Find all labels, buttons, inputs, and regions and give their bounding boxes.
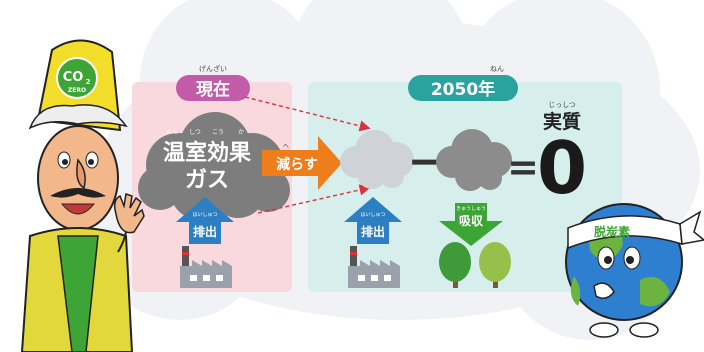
- svg-text:しつ: しつ: [189, 129, 201, 136]
- svg-text:へ: へ: [283, 143, 289, 150]
- emission-arrow-present: はいしゅつ 排出: [176, 197, 234, 244]
- reduce-arrow: へ 減らす: [262, 136, 342, 190]
- svg-text:か: か: [238, 129, 244, 136]
- absorb-arrow: きゅうしゅう 吸収: [439, 203, 503, 246]
- tree-icon-right: [479, 242, 511, 288]
- globe-headband-text: 脱炭素: [594, 224, 630, 239]
- dashed-arrow-top: [244, 96, 371, 132]
- svg-text:こう: こう: [212, 129, 224, 136]
- absorb-label: 吸収: [459, 214, 484, 228]
- emission-arrow-future: はいしゅつ 排出: [344, 197, 402, 244]
- result-ruby: じっしつ: [548, 101, 576, 109]
- equals-sign: =: [507, 145, 539, 189]
- present-tag-label: 現在: [196, 79, 230, 100]
- mascot-globe: 脱炭素: [565, 203, 704, 338]
- result-zero: 0: [537, 126, 587, 210]
- gas-cloud-large: [138, 112, 290, 220]
- gas-label-line1: 温室効果: [163, 140, 251, 166]
- gas-label-line2: ガス: [185, 168, 229, 193]
- gas-cloud-small-absorbed: [436, 129, 512, 191]
- future-tag-label: 2050年: [431, 79, 495, 100]
- tree-icon-left: [439, 242, 471, 288]
- svg-text:おん: おん: [166, 129, 178, 136]
- svg-text:はいしゅつ: はいしゅつ: [192, 212, 217, 218]
- factory-icon-future: [348, 246, 400, 288]
- co2-zero-badge: CO 2 ZERO: [56, 57, 98, 99]
- co2-badge-zero: ZERO: [68, 87, 86, 94]
- gas-cloud-small-emission: [340, 130, 414, 189]
- result-block: じっしつ 実質 0: [537, 101, 587, 210]
- dashed-arrow-bottom: [257, 184, 371, 214]
- gas-label: おん しつ こう か 温室効果 ガス: [163, 129, 251, 193]
- emission-label-present: 排出: [193, 224, 217, 239]
- factory-icon-present: [180, 246, 232, 288]
- present-tag-ruby: げんざい: [199, 64, 227, 73]
- future-tag: ねん 2050年: [408, 65, 518, 101]
- result-label: 実質: [543, 110, 581, 133]
- svg-text:はいしゅつ: はいしゅつ: [360, 212, 385, 218]
- svg-text:きゅうしゅう: きゅうしゅう: [456, 205, 486, 212]
- co2-badge-sub: 2: [86, 78, 91, 86]
- emission-label-future: 排出: [361, 224, 385, 239]
- mascot-man: [20, 39, 145, 352]
- future-tag-ruby: ねん: [490, 65, 504, 73]
- present-tag: げんざい 現在: [176, 64, 250, 101]
- reduce-label: 減らす: [276, 156, 318, 173]
- co2-badge-text: CO: [63, 70, 84, 85]
